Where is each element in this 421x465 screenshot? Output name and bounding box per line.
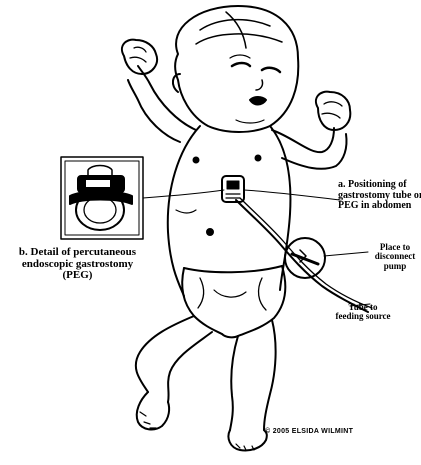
label-place-to-disconnect: Place to disconnect pump bbox=[371, 243, 419, 271]
label-positioning: a. Positioning of gastrostomy tube or PE… bbox=[338, 180, 421, 212]
baby-head bbox=[173, 6, 298, 132]
label-place-line-3: pump bbox=[371, 262, 419, 271]
disconnect-detail bbox=[285, 238, 370, 306]
baby-left-leg bbox=[136, 316, 212, 429]
label-peg-detail-line-1: b. Detail of percutaneous bbox=[6, 247, 149, 259]
label-positioning-line-3: PEG in abdomen bbox=[338, 201, 421, 212]
peg-detail-inset bbox=[61, 157, 143, 239]
label-tube-to-feeding: Tube to feeding source bbox=[326, 303, 400, 322]
baby-diaper bbox=[182, 266, 285, 337]
illustrator-credit: © 2005 ELSIDA WILMINT bbox=[265, 428, 353, 435]
baby-torso bbox=[168, 126, 291, 296]
label-tube-line-2: feeding source bbox=[326, 312, 400, 321]
baby-left-arm bbox=[122, 40, 196, 142]
leader-lines bbox=[143, 190, 340, 200]
label-peg-detail-line-3: (PEG) bbox=[6, 270, 149, 282]
label-peg-detail: b. Detail of percutaneous endoscopic gas… bbox=[6, 247, 149, 282]
label-positioning-line-1: a. Positioning of bbox=[338, 180, 421, 191]
baby-right-arm bbox=[272, 92, 350, 169]
